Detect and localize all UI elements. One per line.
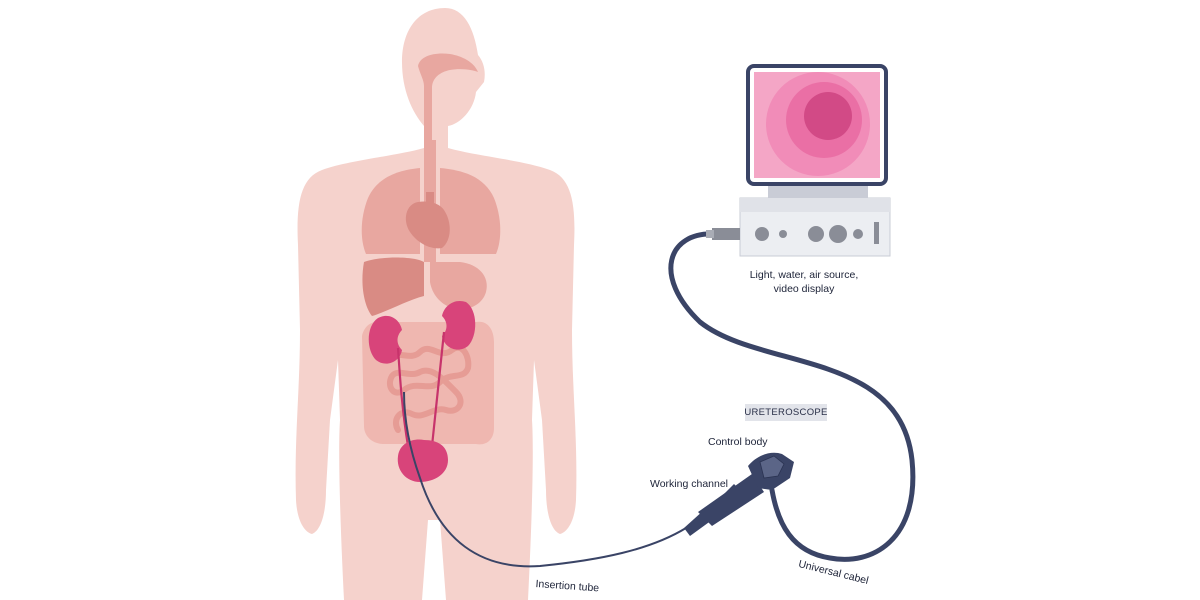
- source-label-line-2: video display: [773, 283, 835, 295]
- control-unit-top: [740, 198, 890, 212]
- source-label: Light, water, air source, video display: [750, 268, 859, 296]
- right-kidney: [442, 300, 476, 350]
- nasal-passage: [418, 53, 478, 140]
- ureteroscope-handle: [684, 452, 794, 536]
- monitor-stand: [768, 186, 868, 198]
- cable-connector: [712, 228, 740, 240]
- connector-collar: [706, 230, 714, 238]
- knob-3: [808, 226, 824, 242]
- heart-vessel: [426, 192, 434, 206]
- right-ureter: [430, 331, 446, 447]
- control-body-label: Control body: [708, 436, 768, 448]
- working-channel-label: Working channel: [650, 478, 729, 490]
- human-body: [295, 8, 577, 600]
- working-channel-port: [722, 484, 740, 502]
- liver: [362, 257, 424, 316]
- knob-5: [853, 229, 863, 239]
- control-lever: [759, 455, 785, 479]
- body-silhouette: [295, 8, 577, 600]
- left-kidney: [368, 315, 402, 364]
- stomach: [430, 262, 487, 310]
- screen-ring-3: [804, 92, 852, 140]
- left-ureter: [396, 347, 410, 447]
- video-monitor: [706, 64, 891, 257]
- handle-shaft: [698, 474, 764, 526]
- source-label-line-1: Light, water, air source,: [749, 269, 859, 281]
- universal-cable: [668, 231, 916, 562]
- heart: [405, 201, 450, 249]
- left-lung: [361, 168, 420, 254]
- bladder: [397, 439, 448, 482]
- slot-indicator: [874, 222, 879, 244]
- knob-4: [829, 225, 847, 243]
- right-lung: [440, 168, 501, 254]
- ureteroscope-badge: URETEROSCOPE: [744, 404, 827, 421]
- knob-1: [755, 227, 769, 241]
- insertion-tube: [403, 391, 687, 568]
- knob-2: [779, 230, 787, 238]
- small-intestine: [385, 344, 472, 433]
